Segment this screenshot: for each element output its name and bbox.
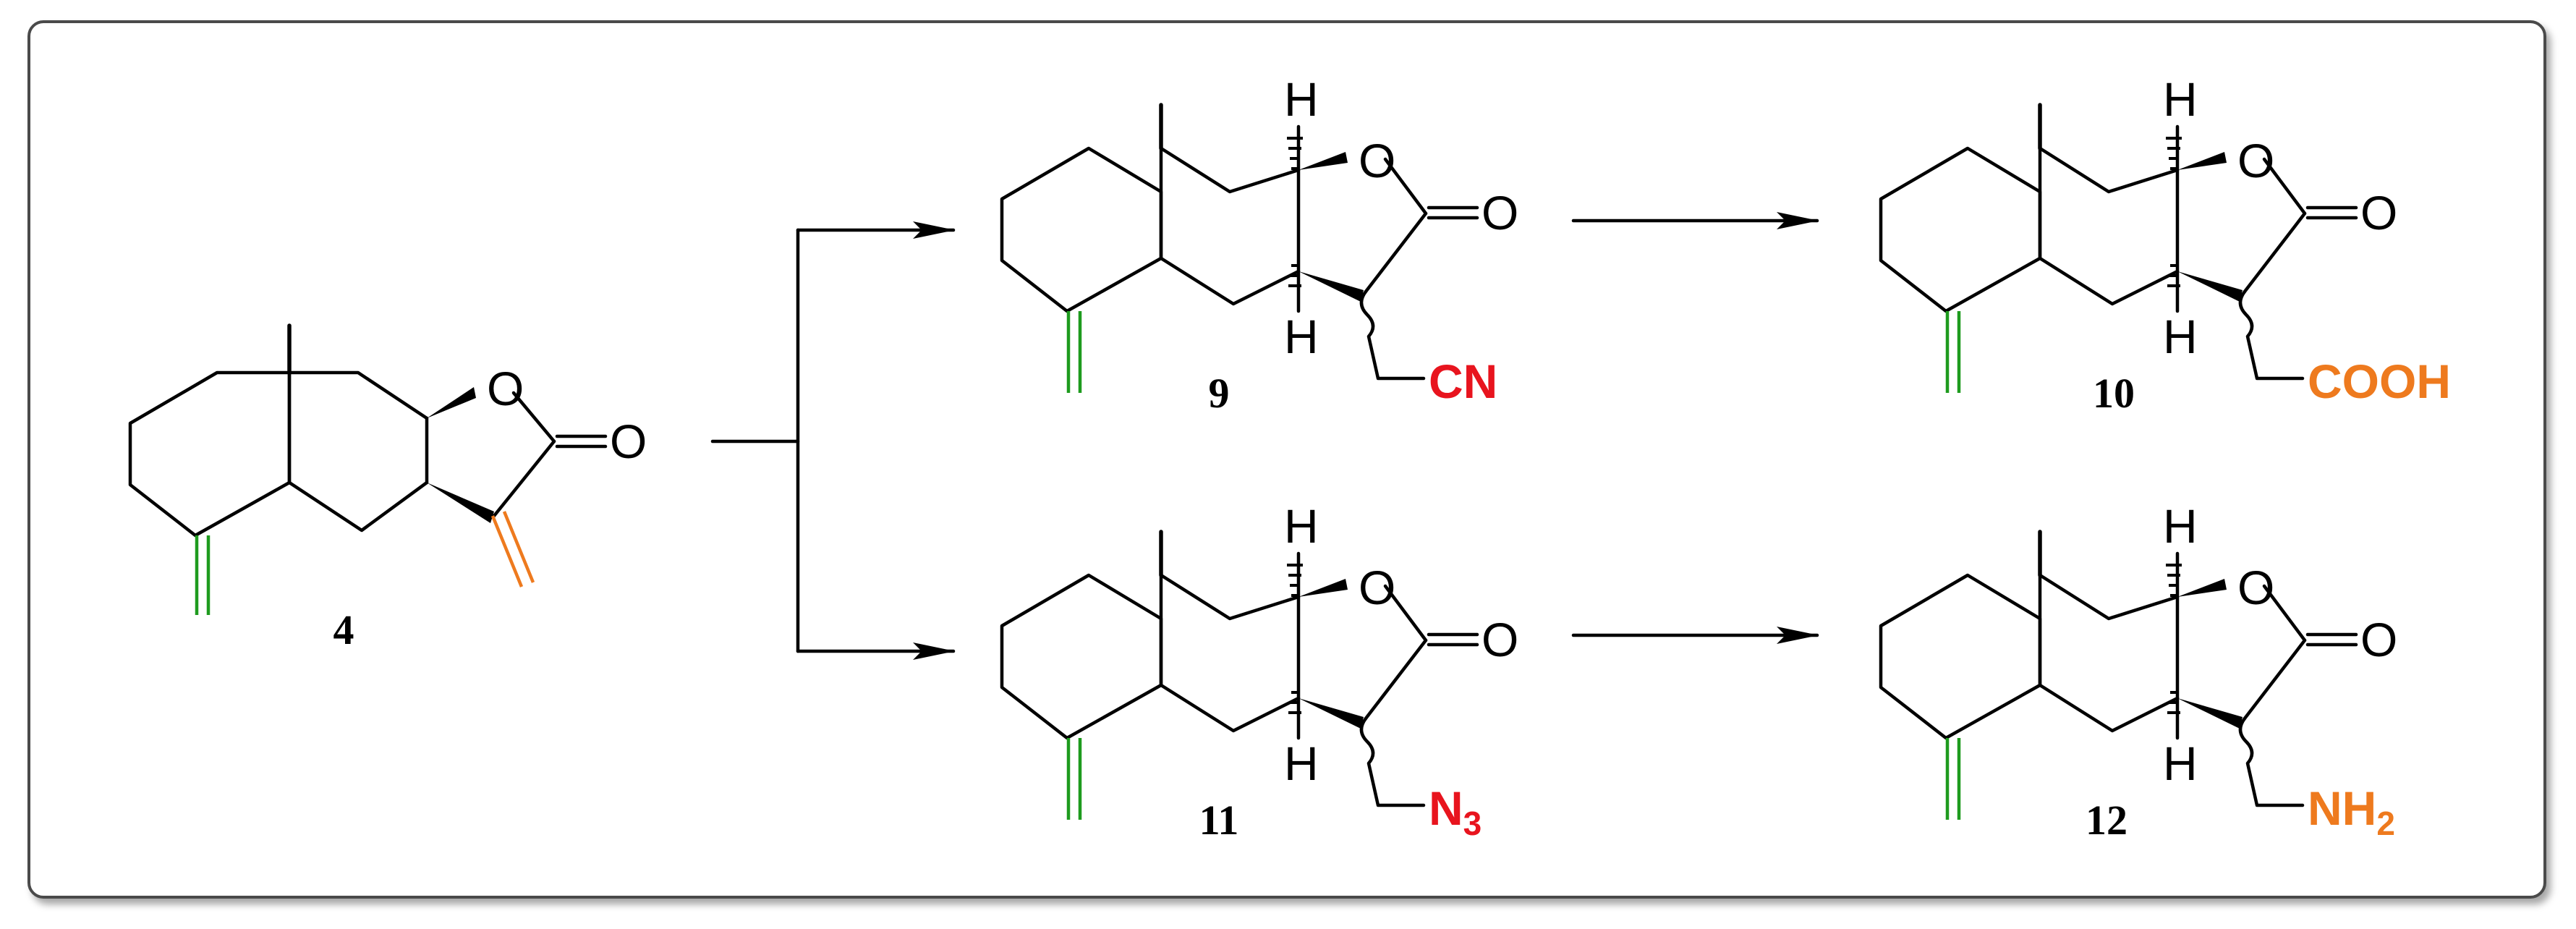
- substituent-nh2-main: NH: [2308, 781, 2376, 835]
- compound-label-12: 12: [2086, 797, 2127, 844]
- compound-12-structure: H H O O NH2 12: [1879, 499, 2397, 844]
- substituent-nh2: NH2: [2308, 781, 2395, 842]
- compound-label-4: 4: [333, 606, 354, 653]
- compound-label-11: 11: [1199, 797, 1239, 844]
- compound-11-structure: H H O O N3 11: [1000, 499, 1518, 844]
- oxygen-atom: O: [1359, 561, 1395, 614]
- scheme-frame: [27, 20, 2546, 899]
- oxygen-atom: O: [1359, 134, 1395, 187]
- hydrogen-atom-bottom: H: [2163, 310, 2198, 363]
- carbonyl-oxygen: O: [1482, 186, 1518, 239]
- carbonyl-oxygen: O: [2360, 186, 2397, 239]
- hashed-bonds: [1287, 137, 2182, 714]
- hydrogen-atom-top: H: [2163, 72, 2198, 126]
- oxygen-atom: O: [2237, 561, 2274, 614]
- carbonyl-oxygen: O: [2360, 613, 2397, 666]
- substituent-cooh: COOH: [2308, 355, 2451, 408]
- substituent-nh2-sub: 2: [2376, 805, 2395, 842]
- hydrogen-atom-top: H: [1284, 72, 1319, 126]
- substituent-n3: N3: [1429, 781, 1482, 842]
- arrows: [710, 212, 1819, 660]
- carbonyl-oxygen: O: [610, 415, 647, 468]
- hydrogen-atom-bottom: H: [2163, 737, 2198, 790]
- hydrogen-atom-top: H: [2163, 499, 2198, 553]
- compound-label-9: 9: [1209, 370, 1230, 417]
- compound-10-structure: H H O O COOH 10: [1879, 72, 2451, 417]
- substituent-n3-main: N: [1429, 781, 1463, 835]
- hydrogen-atom-bottom: H: [1284, 737, 1319, 790]
- compound-4-structure: O O 4: [128, 323, 647, 653]
- compound-label-10: 10: [2093, 370, 2135, 417]
- hydrogen-atom-top: H: [1284, 499, 1319, 553]
- oxygen-atom: O: [2237, 134, 2274, 187]
- compound-9-structure: H H O O CN 9: [1000, 72, 1518, 417]
- oxygen-atom: O: [487, 362, 524, 415]
- carbonyl-oxygen: O: [1482, 613, 1518, 666]
- substituent-n3-sub: 3: [1463, 805, 1482, 842]
- hydrogen-atom-bottom: H: [1284, 310, 1319, 363]
- substituent-cn: CN: [1429, 355, 1497, 408]
